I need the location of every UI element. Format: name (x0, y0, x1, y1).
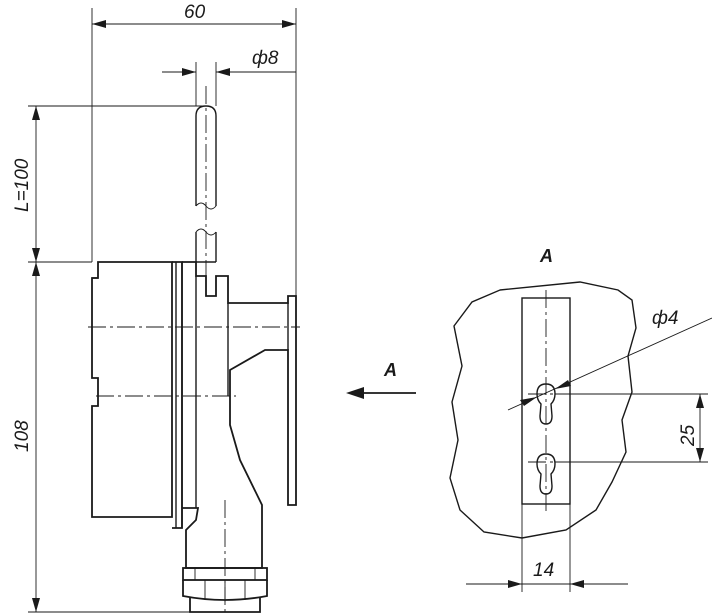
view-a-title: A (539, 246, 553, 266)
dim-hole-spacing-label: 25 (678, 424, 699, 447)
dim-width-label: 60 (184, 2, 206, 23)
view-arrow: A (346, 360, 416, 399)
view-arrow-label: A (383, 360, 397, 380)
dim-stem-length-label: L=100 (12, 158, 33, 212)
dim-hole-spacing: 25 (555, 393, 708, 463)
dim-stem-length: L=100 (12, 105, 206, 263)
side-view: 60 ф8 L=100 108 (12, 2, 416, 613)
dim-strip-width-label: 14 (533, 560, 554, 581)
view-a: A ф4 25 (449, 246, 712, 592)
gauge-housing (91, 261, 297, 613)
dim-hole-diameter-label: ф4 (652, 308, 678, 329)
dim-stem-diameter: ф8 (162, 48, 296, 106)
break-outline (449, 281, 637, 539)
dim-height-label: 108 (12, 420, 33, 452)
dim-strip-width: 14 (466, 504, 628, 592)
dim-width: 60 (91, 2, 297, 296)
keyhole-slot-lower (536, 453, 556, 495)
dim-stem-diameter-label: ф8 (252, 48, 279, 69)
dim-height: 108 (12, 262, 190, 613)
dim-hole-diameter: ф4 (507, 308, 712, 411)
